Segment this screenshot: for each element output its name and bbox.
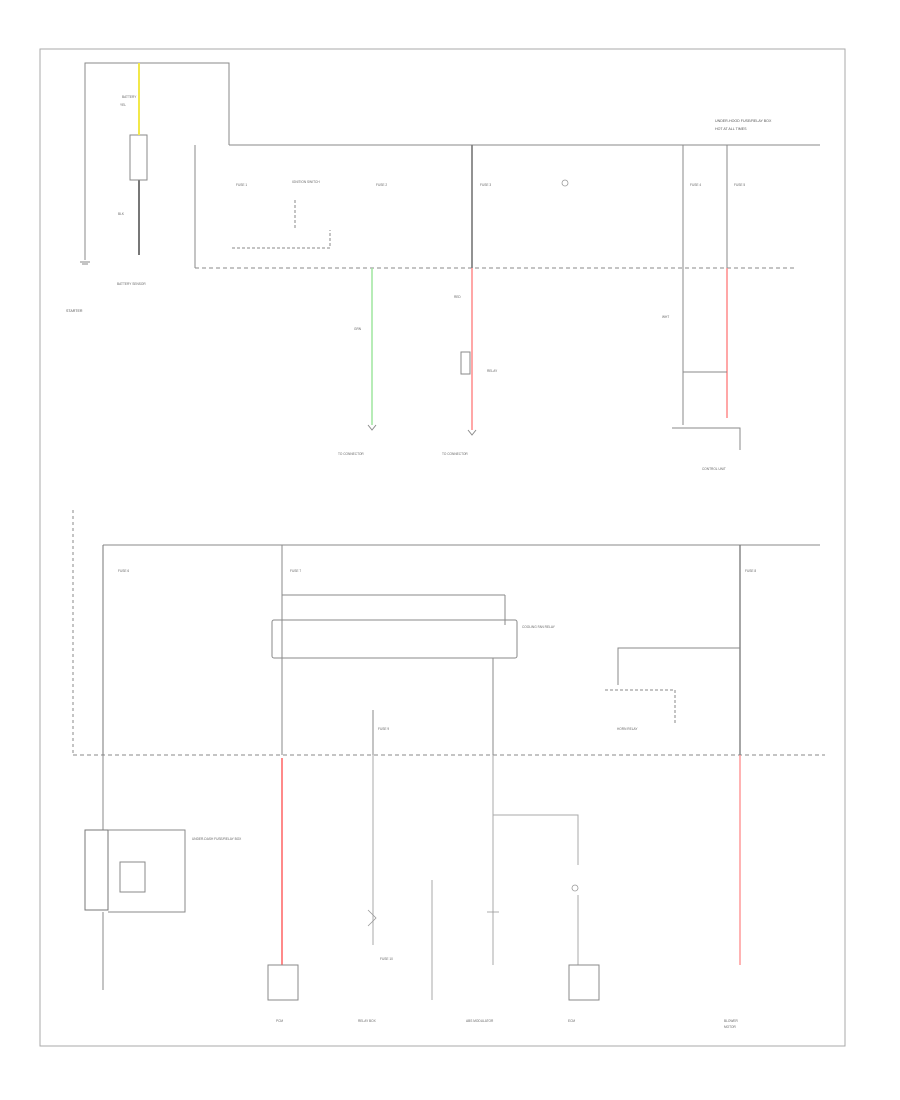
label-fuse-7: FUSE 7 bbox=[290, 569, 301, 573]
label-fuse-8: FUSE 8 bbox=[745, 569, 756, 573]
top-feed-wire bbox=[84, 62, 230, 260]
label-ecm: ECM bbox=[568, 1019, 575, 1023]
connector-icon bbox=[367, 424, 477, 436]
label-relay: RELAY bbox=[487, 369, 498, 373]
label-fuse-3: FUSE 3 bbox=[480, 183, 491, 187]
top-section bbox=[84, 62, 820, 450]
wire-tag-yel: YEL bbox=[120, 103, 126, 107]
label-cooling-fan: COOLING FAN RELAY bbox=[522, 625, 556, 629]
label-fuse-1: FUSE 1 bbox=[236, 183, 247, 187]
label-fuse-box: UNDER-HOOD FUSE/RELAY BOX bbox=[715, 119, 772, 123]
left-component-box bbox=[84, 829, 109, 911]
label-starter: STARTER bbox=[66, 309, 83, 313]
label-ign-switch: IGNITION SWITCH bbox=[292, 180, 320, 184]
wire-tag-red-1: RED bbox=[454, 295, 461, 299]
sensor-box bbox=[568, 964, 600, 1001]
label-abs-modulator: ABS MODULATOR bbox=[466, 1019, 494, 1023]
wire-tag-wht: WHT bbox=[662, 315, 669, 319]
horn-relay-block bbox=[617, 647, 740, 685]
battery-sensor-fuse bbox=[129, 134, 148, 181]
label-horn-relay: HORN RELAY bbox=[617, 727, 638, 731]
control-unit-box bbox=[672, 427, 741, 450]
left-component-inner bbox=[119, 861, 146, 893]
label-fuse-6: FUSE 6 bbox=[118, 569, 129, 573]
label-to-connector-1: TO CONNECTOR bbox=[338, 452, 364, 456]
ground-icon bbox=[80, 261, 90, 265]
left-component-frame bbox=[108, 829, 186, 913]
branch-right bbox=[493, 814, 579, 865]
label-fuse-9: FUSE 9 bbox=[378, 727, 389, 731]
wire-tag-blk: BLK bbox=[118, 212, 125, 216]
label-blower: BLOWER bbox=[724, 1019, 739, 1023]
label-control-unit: CONTROL UNIT bbox=[702, 467, 726, 471]
diagram-frame bbox=[39, 48, 846, 1047]
label-under-dash: UNDER-DASH FUSE/RELAY BOX bbox=[192, 837, 242, 841]
label-battery: BATTERY bbox=[122, 95, 137, 99]
relay-body bbox=[271, 619, 518, 659]
label-fuse-5: FUSE 5 bbox=[734, 183, 745, 187]
pcm-box bbox=[267, 964, 299, 1001]
label-fuse-4: FUSE 4 bbox=[690, 183, 701, 187]
bottom-section bbox=[72, 510, 825, 1001]
label-fuse-2: FUSE 2 bbox=[376, 183, 387, 187]
relay-icon bbox=[367, 909, 499, 927]
label-hot-at-all-times: HOT AT ALL TIMES bbox=[715, 127, 747, 131]
label-relay-box: RELAY BOX bbox=[358, 1019, 377, 1023]
horn-relay-body bbox=[605, 689, 676, 725]
label-motor: MOTOR bbox=[724, 1025, 737, 1029]
label-fuse-10: FUSE 10 bbox=[380, 957, 393, 961]
label-to-connector-2: TO CONNECTOR bbox=[442, 452, 468, 456]
text-labels: STARTER UNDER-HOOD FUSE/RELAY BOX HOT AT… bbox=[66, 95, 772, 1029]
ignition-switch-block bbox=[232, 230, 331, 249]
label-battery-sensor: BATTERY SENSOR bbox=[117, 282, 146, 286]
inline-connector bbox=[460, 351, 471, 375]
fuse-icon bbox=[561, 179, 579, 892]
label-pcm: PCM bbox=[276, 1019, 283, 1023]
wire-tag-grn: GRN bbox=[354, 327, 362, 331]
